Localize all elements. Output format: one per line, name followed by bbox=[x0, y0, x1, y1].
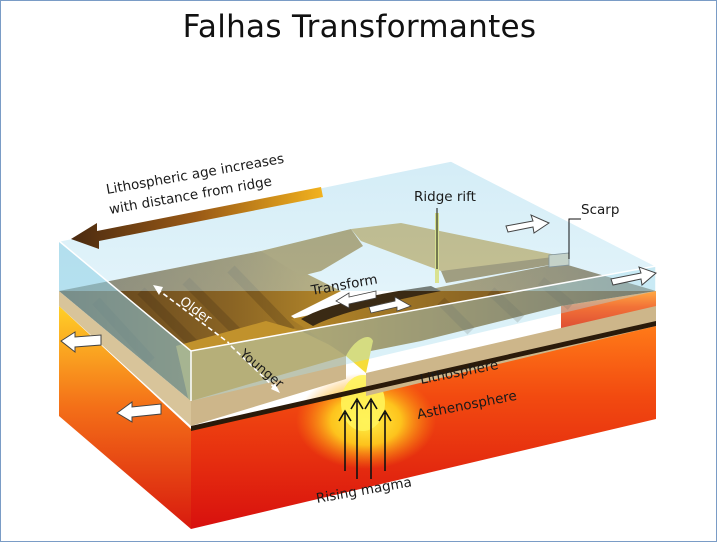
transform-fault-trough bbox=[301, 286, 441, 326]
plate-motion-arrow-ridge bbox=[505, 214, 551, 234]
transform-arrow-right bbox=[368, 296, 412, 314]
central-rift bbox=[346, 336, 373, 373]
plate-motion-arrow-left-upper bbox=[60, 331, 102, 354]
water-front-face bbox=[191, 266, 656, 401]
younger-arrow-head bbox=[271, 383, 280, 393]
older-arrow-line bbox=[156, 288, 230, 344]
plate-motion-arrow-right bbox=[610, 266, 657, 286]
ridge-rift-label: Ridge rift bbox=[414, 189, 476, 205]
plate-motion-arrow-left-lower bbox=[116, 401, 162, 423]
younger-arrow-line bbox=[230, 345, 277, 390]
scarp-pointer bbox=[568, 218, 581, 259]
age-gradient-arrow bbox=[71, 187, 323, 249]
water-left-face bbox=[59, 241, 191, 401]
lithosphere-younger-segment bbox=[176, 321, 346, 411]
rising-magma-arrows bbox=[338, 397, 392, 479]
lithosphere-base-line bbox=[191, 321, 656, 431]
slide-title: Falhas Transformantes bbox=[182, 9, 537, 45]
scarp-label: Scarp bbox=[581, 202, 619, 218]
transform-arrow-left bbox=[335, 290, 377, 309]
lithosphere-front-edge-left bbox=[191, 356, 346, 426]
older-arrow-head bbox=[153, 285, 163, 295]
lithosphere-left-edge bbox=[59, 291, 191, 426]
water-top bbox=[59, 161, 656, 291]
